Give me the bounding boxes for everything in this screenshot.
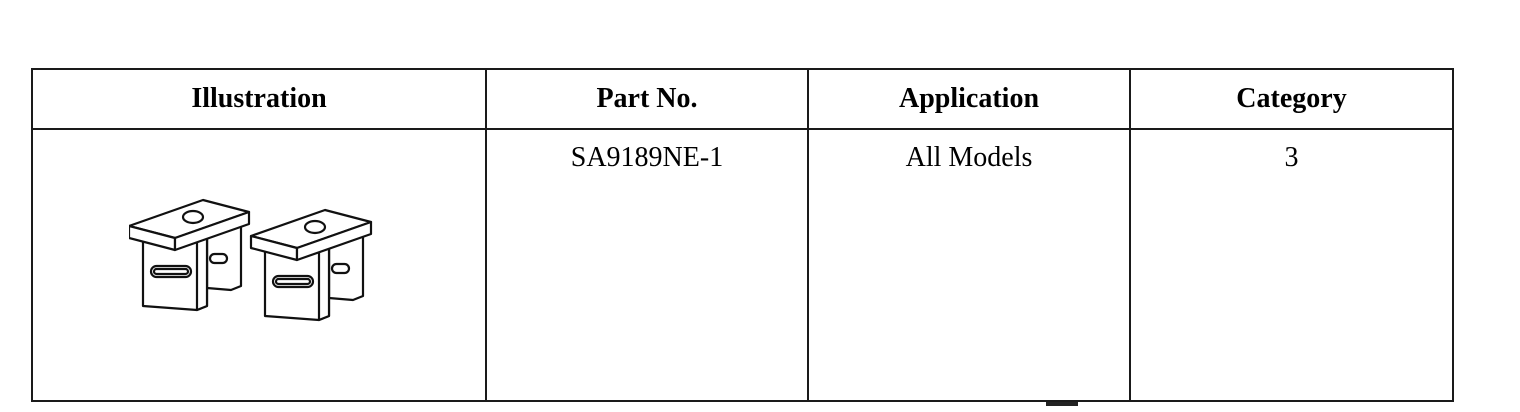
mounting-bracket-pair-icon	[129, 198, 373, 322]
cell-illustration	[31, 128, 487, 402]
cell-application: All Models	[807, 128, 1131, 402]
cell-category: 3	[1129, 128, 1454, 402]
header-category: Category	[1129, 68, 1454, 130]
table-row: SA9189NE-1 All Models 3	[31, 128, 1454, 402]
parts-table: Illustration Part No. Application Catego…	[31, 68, 1454, 402]
cell-part-no: SA9189NE-1	[485, 128, 809, 402]
header-application: Application	[807, 68, 1131, 130]
page-edge-mark	[1046, 402, 1078, 406]
header-part-no: Part No.	[485, 68, 809, 130]
table-header-row: Illustration Part No. Application Catego…	[31, 68, 1454, 130]
header-illustration: Illustration	[31, 68, 487, 130]
